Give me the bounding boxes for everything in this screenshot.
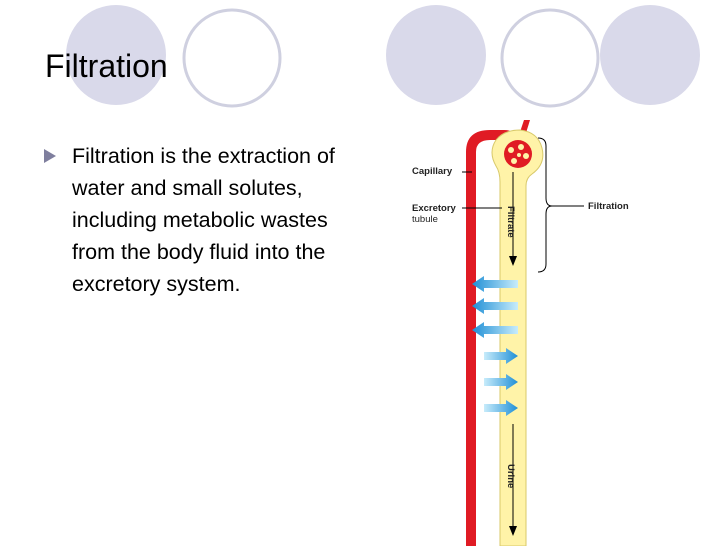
capillary-label: Capillary (412, 166, 453, 177)
bullet-item: Filtration is the extraction of water an… (44, 140, 358, 300)
filtrate-arrow-icon (509, 256, 517, 266)
filtration-label: Filtration (588, 201, 629, 212)
secretion-arrow-icon (484, 348, 518, 364)
glomerulus-loop (517, 153, 521, 157)
filtration-diagram: Capillary Excretory tubule Filtration Fi… (412, 120, 629, 546)
glomerulus-loop (508, 147, 514, 153)
excretory-label-line1: Excretory (412, 203, 457, 214)
reabsorption-arrow-icon (472, 276, 518, 292)
decor-circle (182, 8, 282, 108)
header-circle-decoration (66, 5, 700, 108)
glomerulus-loop (518, 144, 524, 150)
glomerulus-loop (511, 158, 517, 164)
bullet-text: Filtration is the extraction of water an… (72, 144, 335, 296)
reabsorption-arrow-icon (472, 298, 518, 314)
urine-arrow-icon (509, 526, 517, 536)
bullet-arrow-icon (44, 149, 56, 163)
urine-label: Urine (505, 464, 516, 488)
excretory-label-line2: tubule (412, 214, 438, 225)
decor-circle (600, 5, 700, 105)
decor-circle (386, 5, 486, 105)
secretion-arrow-icon (484, 374, 518, 390)
glomerulus-loop (523, 153, 529, 159)
excretory-tubule (491, 129, 544, 546)
secretion-arrows (484, 348, 518, 416)
decor-circle (500, 8, 600, 108)
decor-circle (66, 5, 166, 105)
secretion-arrow-icon (484, 400, 518, 416)
slide-title: Filtration (45, 48, 168, 84)
filtrate-label: Filtrate (505, 206, 516, 238)
reabsorption-arrow-icon (472, 322, 518, 338)
reabsorption-arrows (472, 276, 518, 338)
